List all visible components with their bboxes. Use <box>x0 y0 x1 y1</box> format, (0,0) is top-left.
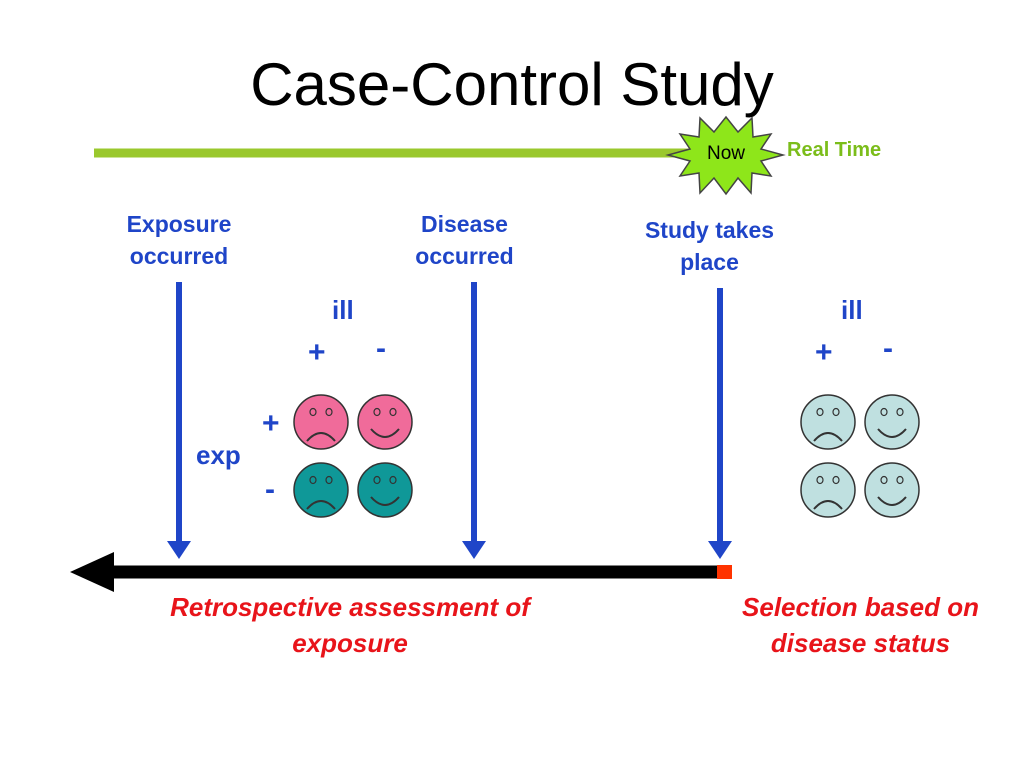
selection-note: Selection based on disease status <box>742 592 979 658</box>
face-right-not-ill-top <box>864 394 920 450</box>
face-unexposed-ill <box>293 462 349 518</box>
exposure-arrow-head <box>167 541 191 559</box>
now-starburst <box>665 115 786 196</box>
study-arrow-head <box>708 541 732 559</box>
study-start-marker <box>717 565 732 579</box>
left-exp-plus: + <box>262 407 280 440</box>
left-ill-minus: - <box>376 332 386 365</box>
right-ill-minus: - <box>883 332 893 365</box>
left-ill-plus: + <box>308 336 326 369</box>
face-exposed-not-ill <box>357 394 413 450</box>
study-takes-place-label: Study takes place <box>644 217 775 275</box>
face-right-ill-bottom <box>800 462 856 518</box>
left-ill-header: ill <box>332 295 354 325</box>
disease-arrow-head <box>462 541 486 559</box>
real-time-label: Real Time <box>787 139 882 161</box>
right-ill-plus: + <box>815 336 833 369</box>
face-unexposed-not-ill <box>357 462 413 518</box>
now-label: Now <box>706 143 745 164</box>
retrospective-note: Retrospective assessment of exposure <box>170 592 530 658</box>
right-ill-header: ill <box>841 295 863 325</box>
retrospective-arrow-head <box>70 552 114 592</box>
face-exposed-ill <box>293 394 349 450</box>
exposure-occurred-label: Exposure occurred <box>126 211 232 269</box>
page-title: Case-Control Study <box>250 51 774 118</box>
face-right-ill-top <box>800 394 856 450</box>
disease-occurred-label: Disease occurred <box>415 211 514 269</box>
left-exp-header: exp <box>196 440 241 470</box>
left-exp-minus: - <box>265 473 275 506</box>
face-right-not-ill-bottom <box>864 462 920 518</box>
